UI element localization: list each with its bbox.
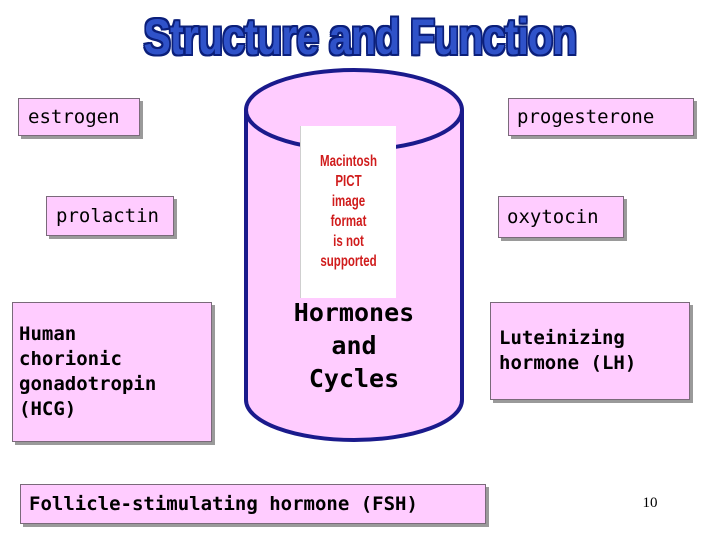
hormone-label: prolactin [56, 205, 159, 227]
placeholder-message: Macintosh PICT image format is not suppo… [320, 153, 377, 270]
hormone-label: Human chorionic gonadotropin (HCG) [19, 323, 157, 420]
hormone-box-hcg: Human chorionic gonadotropin (HCG) [12, 302, 212, 442]
hormone-label: Luteinizing hormone (LH) [499, 327, 637, 374]
hormone-label: estrogen [28, 106, 120, 128]
unsupported-image-placeholder: Macintosh PICT image format is not suppo… [300, 126, 396, 298]
hormone-box-lh: Luteinizing hormone (LH) [490, 302, 690, 400]
slide-title: Structure and Function [143, 9, 578, 65]
hormone-box-estrogen: estrogen [18, 98, 140, 136]
cylinder-label: Hormones and Cycles [293, 298, 415, 393]
hormone-box-fsh: Follicle-stimulating hormone (FSH) [20, 484, 486, 524]
hormone-box-prolactin: prolactin [46, 196, 174, 236]
hormone-box-progesterone: progesterone [508, 98, 694, 136]
hormone-box-oxytocin: oxytocin [498, 196, 624, 238]
hormone-label: oxytocin [507, 206, 599, 228]
hormone-label: Follicle-stimulating hormone (FSH) [29, 493, 418, 515]
hormone-label: progesterone [517, 106, 655, 128]
page-number: 10 [642, 495, 658, 511]
